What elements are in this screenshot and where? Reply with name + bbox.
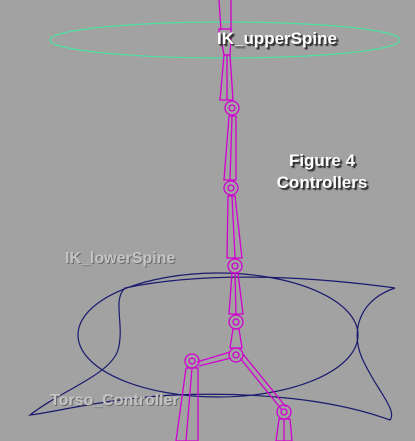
upper-spine-controller-ring[interactable]	[49, 21, 401, 59]
figure-caption-line1: Figure 4	[288, 151, 356, 170]
torso-controller-curve[interactable]	[27, 272, 396, 421]
lower-spine-label: IK_lowerSpine	[65, 250, 176, 267]
figure-caption: Figure 4 Controllers	[262, 150, 382, 194]
spine-joint-chain[interactable]	[175, 0, 293, 441]
torso-controller-label: Torso_Controller	[50, 392, 179, 409]
figure-caption-line2: Controllers	[276, 173, 368, 192]
upper-spine-label: IK_upperSpine	[217, 29, 337, 48]
